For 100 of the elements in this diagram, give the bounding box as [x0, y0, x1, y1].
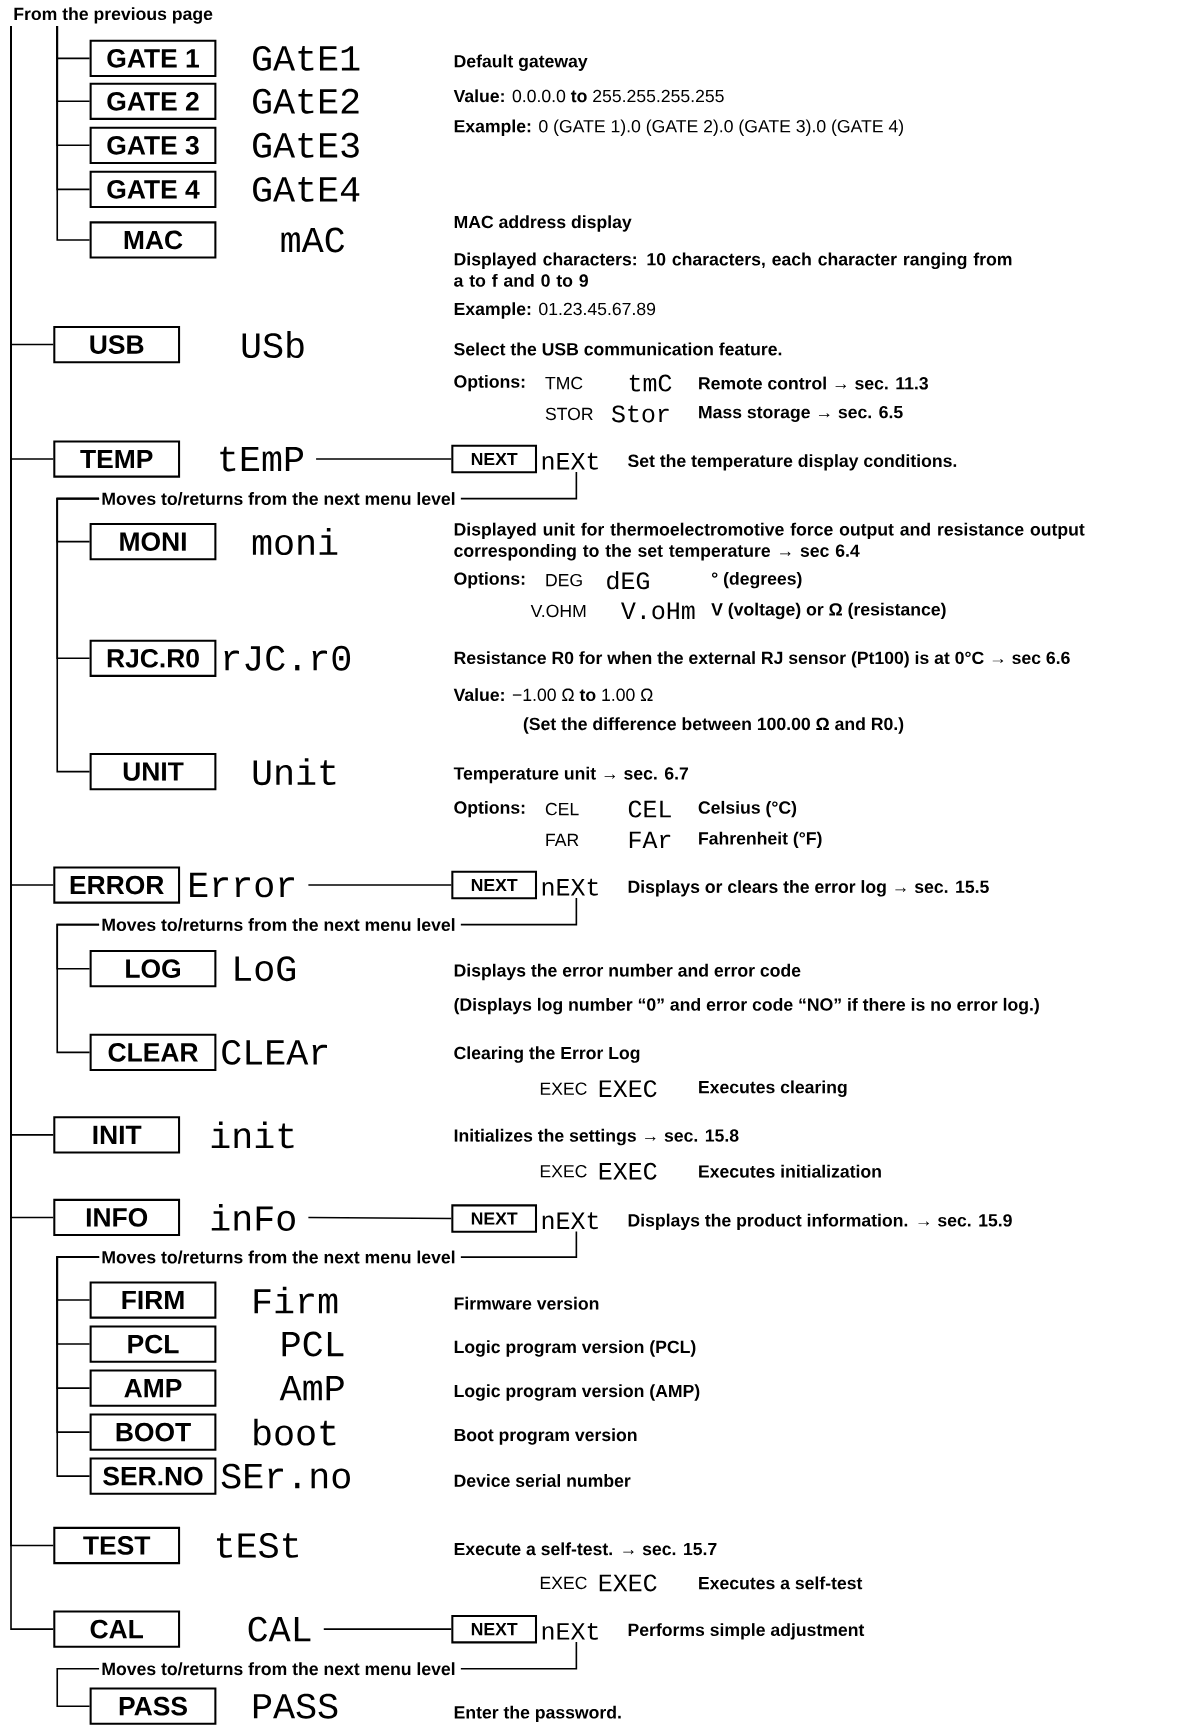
connector-line — [56, 923, 100, 1054]
connector-line — [459, 1641, 577, 1670]
segment-display-text: GAtE1 — [252, 45, 360, 71]
segment-display-text: tmC — [629, 374, 672, 392]
key-box: PCL — [89, 1325, 217, 1363]
segment-display-text: Error — [189, 872, 294, 898]
connector-line — [459, 1230, 577, 1258]
description-text: Logic program version (AMP) — [454, 1384, 700, 1401]
description-text: Logic program version (PCL) — [454, 1340, 696, 1357]
segment-display-text: EXEC — [599, 1080, 657, 1098]
segment-display-text: Unit — [253, 758, 336, 786]
description-text: Mass storage → sec. 6.5 — [698, 405, 903, 422]
segment-display-text: PCL — [282, 1331, 344, 1357]
segment-display-text: Firm — [254, 1286, 338, 1314]
key-box: NEXT — [451, 444, 537, 474]
description-text: Displays or clears the error log → sec. 15.5 — [628, 880, 989, 897]
description-text: MAC address display — [454, 215, 632, 232]
key-box: GATE 3 — [89, 126, 217, 164]
note-text: From the previous page — [14, 7, 213, 24]
key-box: TEST — [53, 1526, 180, 1565]
connector-line — [459, 471, 577, 500]
description-text: Value: −1.00 Ω to 1.00 Ω — [453, 688, 653, 702]
description-text: Executes clearing — [698, 1080, 847, 1097]
key-box: NEXT — [451, 1614, 537, 1644]
description-text: Executes a self-test — [698, 1576, 862, 1590]
segment-display-text: inFo — [211, 1204, 295, 1231]
description-text: Displayed unit for thermoelectromotive force output and resistance output corresponding to the set temperature → sec 6.4 — [454, 522, 1085, 561]
key-box: FIRM — [89, 1281, 217, 1319]
description-text: Temperature unit → sec. 6.7 — [453, 766, 688, 784]
description-text: EXEC — [540, 1082, 587, 1095]
description-text: Select the USB communication feature. — [453, 342, 781, 356]
description-text: CEL — [545, 802, 579, 816]
key-box: CAL — [53, 1610, 180, 1648]
description-text: Initializes the settings → sec. 15.8 — [454, 1128, 739, 1146]
key-box: TEMP — [53, 440, 180, 478]
segment-display-text: nEXt — [542, 1212, 598, 1230]
description-text: Fahrenheit (°F) — [698, 831, 822, 849]
key-box: GATE 4 — [89, 170, 217, 208]
segment-display-text: CEL — [628, 800, 671, 818]
segment-display-text: CLEAr — [222, 1039, 327, 1065]
segment-display-text: dEG — [606, 570, 649, 590]
segment-display-text: EXEC — [599, 1574, 657, 1592]
key-box: INFO — [53, 1198, 180, 1237]
segment-display-text: nEXt — [542, 1622, 598, 1640]
description-text: Boot program version — [454, 1428, 637, 1445]
segment-display-text: USb — [242, 331, 304, 359]
key-box: PASS — [89, 1687, 217, 1725]
connector-line — [315, 458, 452, 460]
description-text: Displays the product information. → sec. 15.9 — [628, 1213, 1012, 1231]
key-box: AMP — [89, 1369, 217, 1407]
description-text: Options: — [454, 374, 525, 392]
key-box: GATE 1 — [89, 39, 217, 77]
note-text: Moves to/returns from the next menu level — [102, 492, 455, 506]
segment-display-text: moni — [252, 528, 338, 556]
segment-display-text: Stor — [611, 405, 669, 423]
key-box: NEXT — [451, 1204, 537, 1233]
key-box: LOG — [89, 950, 217, 988]
description-text: Displays the error number and error code — [454, 963, 801, 981]
description-text: ° (degrees) — [711, 571, 802, 589]
description-text: Execute a self-test. → sec. 15.7 — [454, 1542, 717, 1556]
connector-line — [322, 1628, 452, 1630]
segment-display-text: LoG — [235, 956, 295, 982]
description-text: (Set the difference between 100.00 Ω and R0.) — [523, 717, 903, 734]
segment-display-text: GAtE2 — [252, 88, 359, 114]
description-text: Enter the password. — [454, 1705, 621, 1723]
connector-line — [56, 25, 91, 241]
description-text: DEG — [546, 573, 582, 587]
segment-display-text: nEXt — [542, 452, 598, 470]
description-text: Example: 01.23.45.67.89 — [454, 302, 655, 319]
segment-display-text: mAC — [281, 227, 344, 253]
segment-display-text: FAr — [629, 831, 670, 849]
key-box: CLEAR — [89, 1033, 217, 1071]
description-text: STOR — [545, 407, 593, 421]
connector-line — [56, 497, 100, 773]
segment-display-text: V.oHm — [620, 602, 695, 620]
description-text: Value: 0.0.0.0 to 255.255.255.255 — [453, 89, 724, 103]
description-text: V (voltage) or Ω (resistance) — [711, 602, 946, 620]
key-box: MAC — [89, 221, 217, 259]
segment-display-text: EXEC — [599, 1162, 657, 1180]
note-text: Moves to/returns from the next menu level — [102, 1250, 455, 1264]
description-text: Clearing the Error Log — [454, 1046, 640, 1063]
connector-line — [307, 884, 452, 886]
description-text: Executes initialization — [698, 1164, 881, 1178]
description-text: Resistance R0 for when the external RJ sensor (Pt100) is at 0°C → sec 6.6 — [454, 651, 1070, 668]
connector-line — [459, 897, 577, 926]
segment-display-text: init — [211, 1121, 294, 1149]
description-text: Firmware version — [454, 1296, 599, 1310]
key-box: RJC.R0 — [89, 639, 217, 677]
description-text: Set the temperature display conditions. — [627, 454, 956, 471]
key-box: SER.NO — [89, 1457, 217, 1495]
description-text: Displayed characters: 10 characters, each character ranging from a to f and 0 to 9 — [453, 252, 1012, 287]
segment-display-text: tEmP — [220, 446, 303, 472]
connector-line — [56, 1667, 100, 1707]
segment-display-text: SEr.no — [221, 1463, 350, 1489]
connector-line — [307, 1216, 452, 1220]
segment-display-text: tESt — [216, 1533, 298, 1558]
description-text: Performs simple adjustment — [628, 1623, 864, 1640]
key-box: NEXT — [451, 870, 537, 900]
key-box: MONI — [89, 522, 217, 561]
key-box: USB — [53, 325, 180, 364]
